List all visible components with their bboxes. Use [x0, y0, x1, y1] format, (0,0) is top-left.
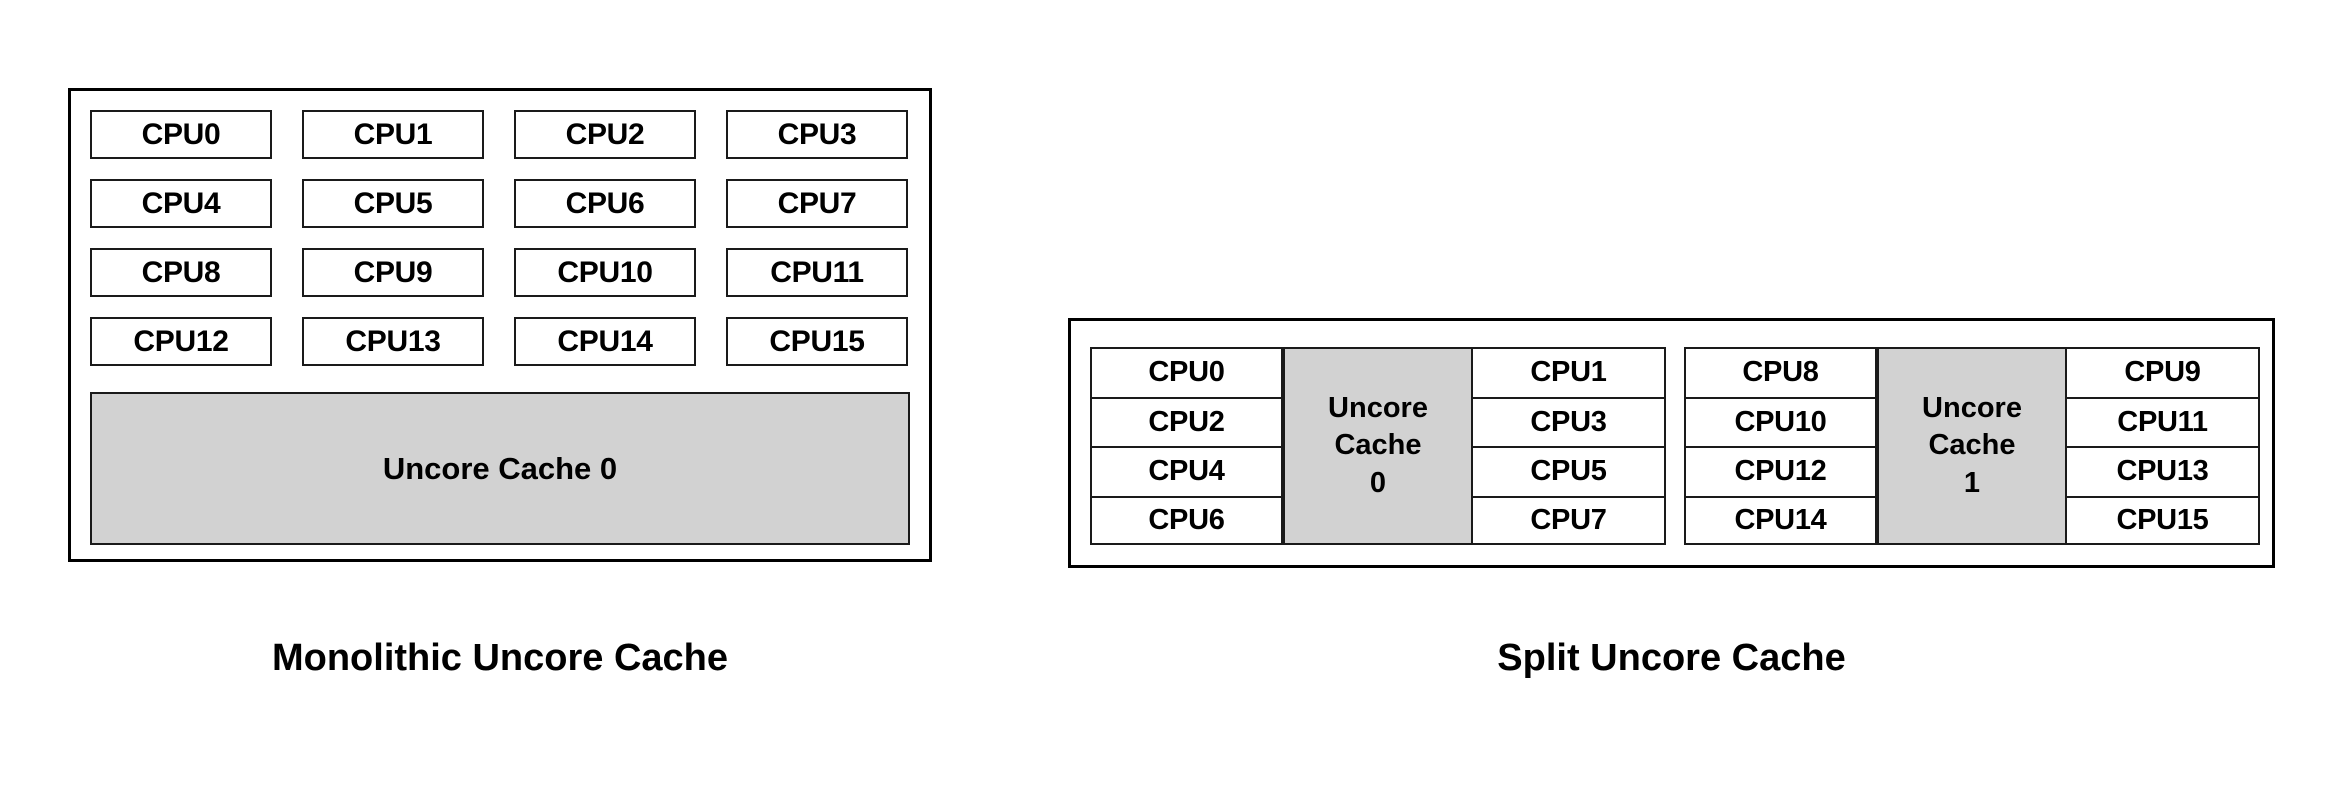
cpu-box: CPU7	[726, 179, 908, 228]
cpu-box: CPU12	[1684, 446, 1877, 496]
cpu-box: CPU9	[302, 248, 484, 297]
cpu-box: CPU10	[1684, 396, 1877, 446]
cpu-box: CPU6	[514, 179, 696, 228]
cache-label-line: 0	[1369, 466, 1387, 499]
cpu-box: CPU13	[2067, 446, 2260, 496]
monolithic-diagram-container: CPU0 CPU1 CPU2 CPU3 CPU4 CPU5 CPU6 CPU7 …	[68, 88, 932, 562]
cpu-box: CPU5	[302, 179, 484, 228]
cpu-box: CPU10	[514, 248, 696, 297]
cpu-column-right: CPU9 CPU11 CPU13 CPU15	[2067, 347, 2260, 545]
split-cache-group: CPU0 CPU2 CPU4 CPU6 Uncore Cache 0 CPU1 …	[1090, 347, 1666, 545]
cpu-box: CPU0	[1090, 347, 1283, 397]
cpu-box: CPU3	[1473, 396, 1666, 446]
cpu-box: CPU5	[1473, 446, 1666, 496]
cpu-box: CPU8	[1684, 347, 1877, 397]
split-caption: Split Uncore Cache	[1497, 637, 1846, 679]
split-groups: CPU0 CPU2 CPU4 CPU6 Uncore Cache 0 CPU1 …	[1090, 347, 2260, 545]
cpu-box: CPU14	[514, 317, 696, 366]
cpu-box: CPU11	[2067, 396, 2260, 446]
cpu-box: CPU8	[90, 248, 272, 297]
cache-label-line: Cache	[1928, 429, 2016, 462]
cache-label-line: 1	[1963, 466, 1981, 499]
cpu-box: CPU15	[726, 317, 908, 366]
cpu-box: CPU3	[726, 110, 908, 159]
cpu-box: CPU1	[1473, 347, 1666, 397]
cpu-column-right: CPU1 CPU3 CPU5 CPU7	[1473, 347, 1666, 545]
cpu-box: CPU9	[2067, 347, 2260, 397]
cache-label-line: Cache	[1334, 429, 1422, 462]
uncore-cache-block: Uncore Cache 0	[1283, 347, 1473, 545]
cpu-box: CPU1	[302, 110, 484, 159]
cpu-box: CPU7	[1473, 495, 1666, 545]
cpu-box: CPU14	[1684, 495, 1877, 545]
uncore-cache-block: Uncore Cache 1	[1877, 347, 2067, 545]
cpu-box: CPU12	[90, 317, 272, 366]
split-cache-group: CPU8 CPU10 CPU12 CPU14 Uncore Cache 1 CP…	[1684, 347, 2260, 545]
monolithic-caption: Monolithic Uncore Cache	[271, 637, 729, 679]
cpu-box: CPU2	[514, 110, 696, 159]
monolithic-cpu-grid: CPU0 CPU1 CPU2 CPU3 CPU4 CPU5 CPU6 CPU7 …	[90, 110, 910, 366]
cache-label-line: Uncore	[1328, 391, 1428, 424]
cpu-box: CPU11	[726, 248, 908, 297]
cpu-box: CPU15	[2067, 495, 2260, 545]
cpu-column-left: CPU8 CPU10 CPU12 CPU14	[1684, 347, 1877, 545]
cpu-box: CPU13	[302, 317, 484, 366]
cpu-box: CPU2	[1090, 396, 1283, 446]
cpu-box: CPU4	[90, 179, 272, 228]
cache-label-line: Uncore	[1922, 391, 2022, 424]
cpu-box: CPU6	[1090, 495, 1283, 545]
cpu-box: CPU4	[1090, 446, 1283, 496]
uncore-cache-block: Uncore Cache 0	[90, 392, 910, 545]
cpu-column-left: CPU0 CPU2 CPU4 CPU6	[1090, 347, 1283, 545]
cpu-box: CPU0	[90, 110, 272, 159]
split-diagram-container: CPU0 CPU2 CPU4 CPU6 Uncore Cache 0 CPU1 …	[1068, 318, 2275, 568]
